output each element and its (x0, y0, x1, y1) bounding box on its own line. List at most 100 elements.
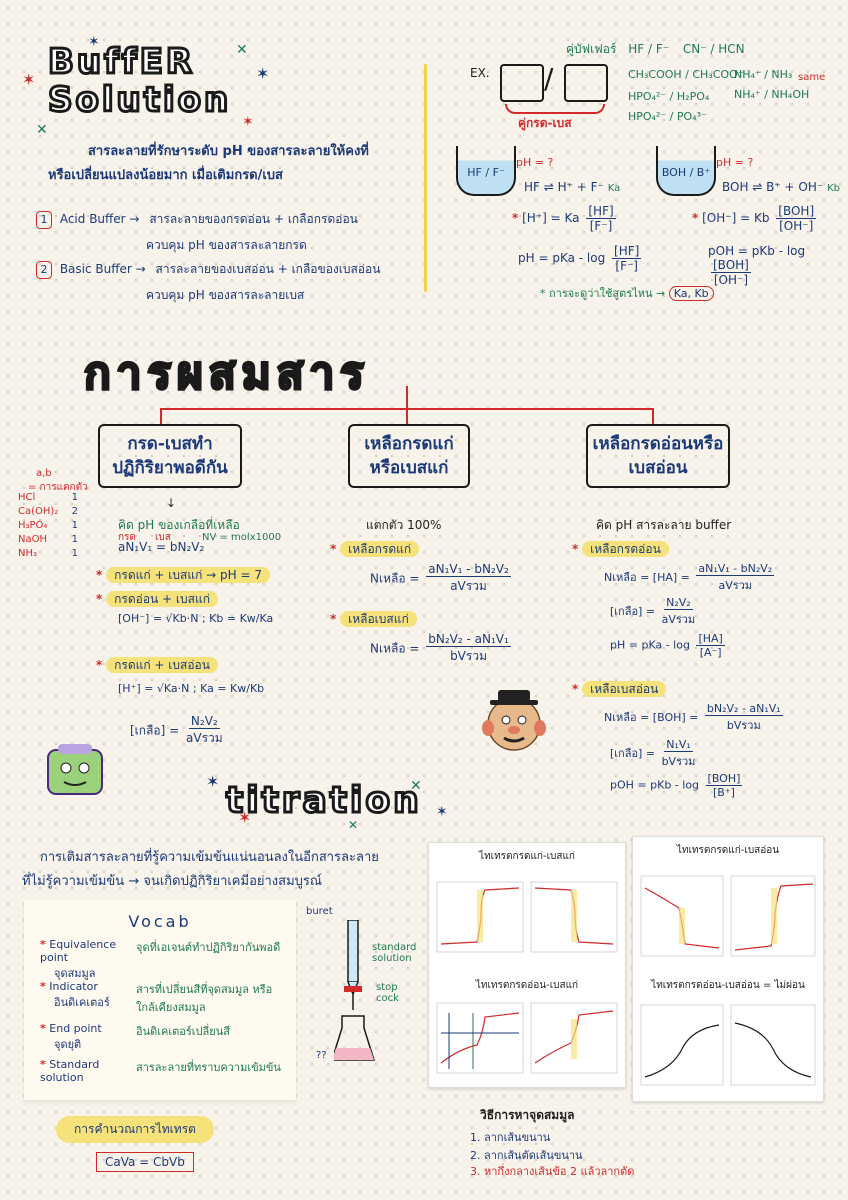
pair-ch3cooh: CH₃COOH / CH₃COO⁻ (628, 68, 744, 81)
base-equilibrium: BOH ⇌ B⁺ + OH⁻ Kb (722, 180, 840, 194)
kb-label: Kb (827, 183, 840, 194)
method-title: วิธีการหาจุดสมมูล (480, 1108, 575, 1122)
acid-ph-question: pH = ? (516, 156, 554, 169)
burette-icon (330, 919, 404, 1070)
h-num: [HF] (586, 204, 616, 219)
ab-species: Ca(OH)₂ (18, 506, 59, 517)
titration-def-line2: ที่ไม่รู้ความเข้มข้น → จนเกิดปฏิกิริยาเค… (22, 874, 322, 889)
ab-value: 1 (71, 548, 78, 559)
buffer-title-line1: BuffER (47, 42, 196, 82)
arrow-down-icon: ↓ (166, 496, 177, 510)
pair-nh4-nh4oh: NH₄⁺ / NH₄OH (734, 88, 810, 101)
b3-c1-den: aVรวม (718, 579, 753, 592)
section-divider (424, 64, 427, 292)
conjugate-label: คู่กรด-เบส (518, 116, 572, 130)
ab-species: H₃PO₄ (18, 520, 48, 531)
b1-case2-text: กรดอ่อน + เบสแก่ (106, 591, 218, 607)
base-beaker-label: BOH / B⁺ (661, 166, 711, 179)
vocab-item: * Standard solution สารละลายที่ทราบความเ… (40, 1058, 290, 1084)
b1-equation: aN₁V₁ = bN₂V₂ (118, 540, 205, 554)
branch-neutral: กรด-เบสทำปฏิกิริยาพอดีกัน (98, 424, 242, 488)
b2-case1-lhs: Nเหลือ = (370, 571, 420, 586)
vocab-desc: อินดิเคเตอร์เปลี่ยนสี (136, 1025, 230, 1038)
vocab-term: End point (49, 1022, 102, 1035)
sparkle-icon: ✶ (242, 114, 254, 130)
sparkle-icon: ✕ (410, 778, 422, 794)
b2-case1: * เหลือกรดแก่ (330, 540, 420, 559)
burette-label: buret (306, 906, 333, 917)
sparkle-icon: ✶ (238, 808, 252, 827)
b3-case1: * เหลือกรดอ่อน (572, 540, 669, 559)
mixing-title: การผสมสาร (83, 347, 370, 401)
b1-case3-text: กรดแก่ + เบสอ่อน (106, 657, 218, 673)
vocab-term: Indicator (49, 980, 98, 993)
ab-subheader: = การแตกตัว (28, 482, 88, 493)
poh-den: [OH⁻] (713, 273, 749, 287)
sparkle-icon: ✶ (436, 804, 448, 820)
ab-header: a,b (36, 468, 52, 479)
b2-case1-text: เหลือกรดแก่ (340, 541, 420, 557)
same-note: same (798, 72, 826, 83)
panel4-curves (640, 1004, 816, 1086)
b3-intro: คิด pH สารละลาย buffer (596, 518, 732, 532)
b1-nv: NV = molx1000 (202, 532, 282, 543)
pair-brace (505, 104, 605, 114)
b3-c1-ph-num: [HA] (696, 632, 725, 646)
vocab-desc: จุดที่เอเจนต์ทำปฏิกิริยากันพอดี (136, 941, 281, 954)
h-den: [F⁻] (589, 219, 613, 233)
panel2-curves (640, 875, 816, 957)
h-lhs: [H⁺] = Ka (522, 211, 580, 225)
b3-c1-salt-num: N₂V₂ (664, 596, 693, 610)
vocab-term: Equivalence point (40, 938, 117, 964)
b3-c2-poh: pOH = pKb - log [BOH][B⁺] (610, 772, 745, 799)
b1-salt-lhs: [เกลือ] = (130, 723, 180, 738)
vocab-desc: สารที่เปลี่ยนสีที่จุดสมมูล หรือใกล้เคียง… (136, 983, 273, 1014)
b3-c2-poh-num: [BOH] (705, 772, 743, 786)
panel4-header: ไทเทรตกรดอ่อน-เบสอ่อน = ไม่ผ่อน (651, 980, 805, 991)
ab-species: NaOH (18, 534, 47, 545)
b2-case2-den: bVรวม (450, 649, 487, 663)
titration-panels-right: ไทเทรตกรดแก่-เบสอ่อน ไทเทรตกรดอ่อน-เบสอ่… (632, 836, 824, 1102)
vocab-card: Vocab (24, 900, 296, 1100)
type2-desc: สารละลายของเบสอ่อน + เกลือของเบสอ่อน (155, 262, 381, 276)
b3-c1-salt-den: aVรวม (661, 613, 696, 626)
ph-henderson: pH = pKa - log [HF][F⁻] (518, 244, 644, 273)
type1-number: 1 (36, 211, 52, 229)
b2-case2-text: เหลือเบสแก่ (340, 611, 417, 627)
flask-question: ?? (316, 1050, 327, 1061)
type2-number: 2 (36, 261, 52, 279)
b1-calc: คิด pH ของเกลือที่เหลือ (118, 518, 240, 532)
oh-den: [OH⁻] (779, 219, 814, 233)
standard-label: standard solution (372, 942, 417, 964)
pairs-header-row: คู่บัฟเฟอร์ HF / F⁻ CN⁻ / HCN (566, 40, 745, 59)
pair-nh4-nh3: NH₄⁺ / NH₃ (734, 68, 793, 81)
method-step-1: 1. ลากเส้นขนาน (470, 1131, 551, 1144)
panel3-header: ไทเทรตกรดอ่อน-เบสแก่ (475, 980, 579, 991)
vocab-thai: จุดสมมูล (54, 967, 96, 980)
potato-sticker-icon (476, 684, 552, 754)
b3-case2: * เหลือเบสอ่อน (572, 680, 667, 699)
sparkle-icon: ✶ (256, 64, 270, 83)
ab-row: H₃PO₄ 1 (18, 520, 78, 534)
type2-name: Basic Buffer → (59, 262, 146, 276)
pair-hf: HF / F⁻ (628, 42, 670, 56)
b3-case1-text: เหลือกรดอ่อน (582, 541, 669, 557)
type1-desc: สารละลายของกรดอ่อน + เกลือกรดอ่อน (149, 212, 358, 226)
calc-equation: CaVa = CbVb (96, 1152, 194, 1172)
b3-c2-den: bVรวม (726, 719, 761, 732)
titration-panels-left: ไทเทรตกรดแก่-เบสแก่ ไทเทรตกรดอ่อน-เบสแก่ (428, 842, 626, 1088)
ab-value: 1 (71, 520, 78, 531)
h-concentration: * [H⁺] = Ka [HF][F⁻] (512, 204, 616, 233)
panel1-header: ไทเทรตกรดแก่-เบสแก่ (479, 851, 575, 862)
titration-def-line1: การเติมสารละลายที่รู้ความเข้มข้นแน่นอนลง… (40, 850, 379, 865)
ph-den: [F⁻] (615, 259, 638, 273)
poh-lhs: pOH = pKb - log (708, 244, 806, 258)
b1-labels: กรด เบส (118, 532, 171, 543)
